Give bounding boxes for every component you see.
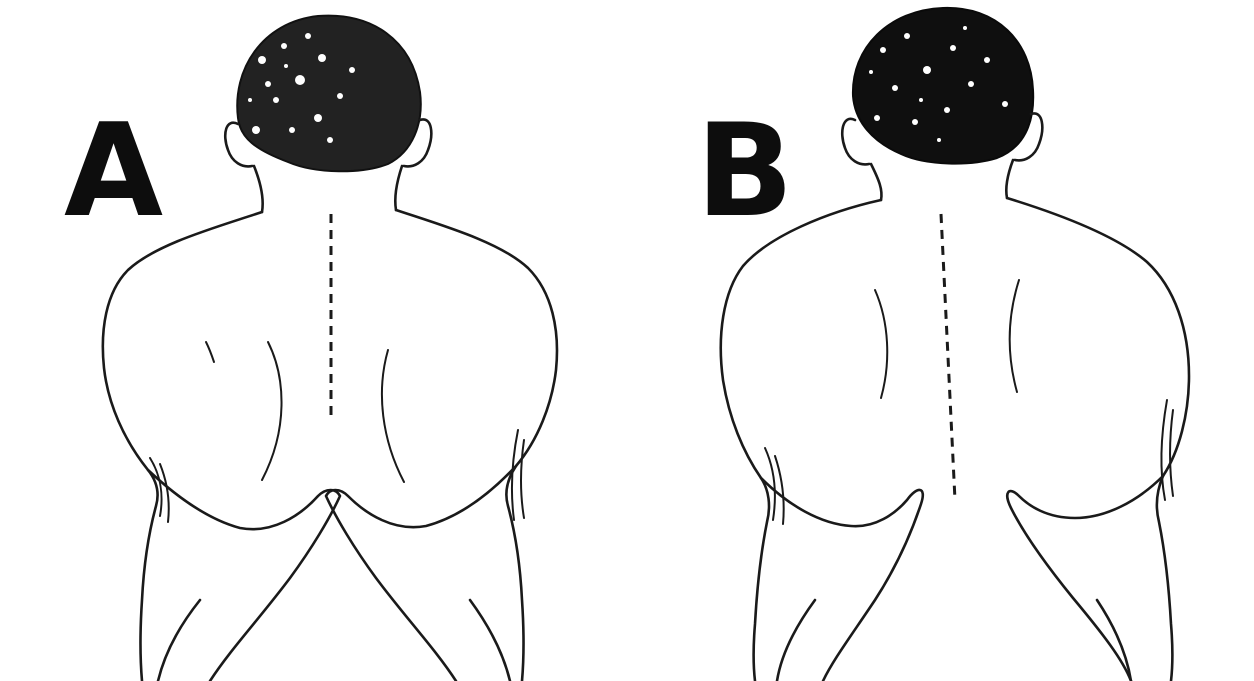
left-shoulder-a — [103, 212, 262, 681]
waist-right-a — [470, 600, 510, 681]
right-fingers-a — [512, 430, 524, 520]
neck-left-a — [254, 166, 263, 212]
right-fingers-b — [1161, 400, 1173, 500]
head-b — [842, 8, 1042, 164]
hair-b — [853, 8, 1033, 164]
right-hand-b — [1007, 476, 1163, 681]
left-shoulder-b — [721, 200, 881, 681]
spine-line-b — [941, 214, 955, 500]
neck-right-b — [1006, 160, 1013, 198]
left-fingers-a — [150, 458, 169, 522]
waist-left-b — [777, 600, 815, 681]
right-hand-a — [326, 466, 516, 681]
hair-a — [237, 16, 421, 172]
back-drawing-b — [627, 0, 1254, 681]
left-scapula-b — [875, 290, 887, 398]
neck-right-a — [395, 166, 402, 210]
waist-left-a — [158, 600, 200, 681]
left-scapula-a — [262, 342, 282, 480]
left-hand-a — [148, 470, 340, 681]
figure-a: A — [0, 0, 627, 681]
left-shoulder-mark-a — [206, 342, 214, 362]
head-a — [225, 16, 431, 172]
right-scapula-b — [1010, 280, 1019, 392]
back-drawing-a — [0, 0, 627, 681]
figure-b: B — [627, 0, 1254, 681]
right-scapula-a — [382, 350, 404, 482]
neck-left-b — [871, 164, 882, 200]
